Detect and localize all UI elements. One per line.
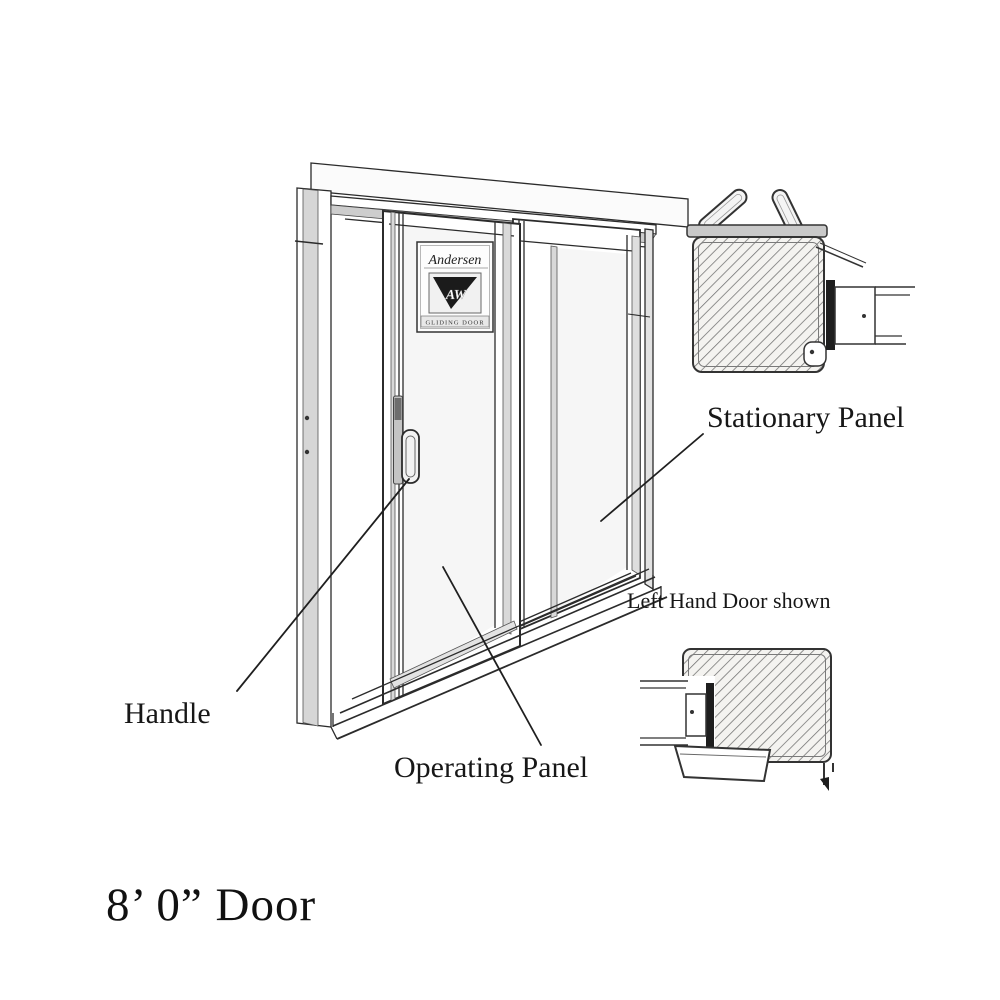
stationary-panel-label: Stationary Panel bbox=[707, 401, 905, 434]
andersen-label: Andersen AW GLIDING DOOR bbox=[416, 241, 494, 333]
glass-lines-bottom-detail bbox=[640, 680, 688, 746]
aw-logo-triangle bbox=[433, 277, 477, 309]
operating-panel-leader-line bbox=[442, 566, 542, 746]
door-size-caption: 8’ 0” Door bbox=[106, 879, 317, 931]
stationary-panel-leader-line bbox=[600, 433, 704, 522]
right-jamb bbox=[644, 228, 654, 591]
glass-lines-top-detail bbox=[875, 286, 915, 345]
door-assembly: Andersen AW GLIDING DOOR bbox=[294, 162, 689, 740]
operating-panel: Andersen AW GLIDING DOOR bbox=[382, 209, 521, 706]
aw-monogram-text: AW bbox=[445, 288, 468, 303]
handle-leader-line bbox=[236, 478, 410, 692]
head-jamb-section-detail bbox=[686, 188, 915, 373]
door-handle bbox=[393, 395, 420, 485]
gliding-door-caption-text: GLIDING DOOR bbox=[425, 320, 484, 327]
sill-track bbox=[330, 568, 668, 740]
orientation-note: Left Hand Door shown bbox=[627, 588, 831, 613]
callout-leaders bbox=[236, 433, 704, 746]
operating-panel-label: Operating Panel bbox=[394, 751, 589, 784]
sill-jamb-section-detail bbox=[640, 648, 834, 791]
sill-tray bbox=[673, 744, 772, 783]
stationary-panel bbox=[512, 218, 651, 634]
andersen-brand-text: Andersen bbox=[428, 253, 482, 268]
handle-label: Handle bbox=[124, 697, 211, 730]
left-jamb bbox=[294, 187, 332, 728]
